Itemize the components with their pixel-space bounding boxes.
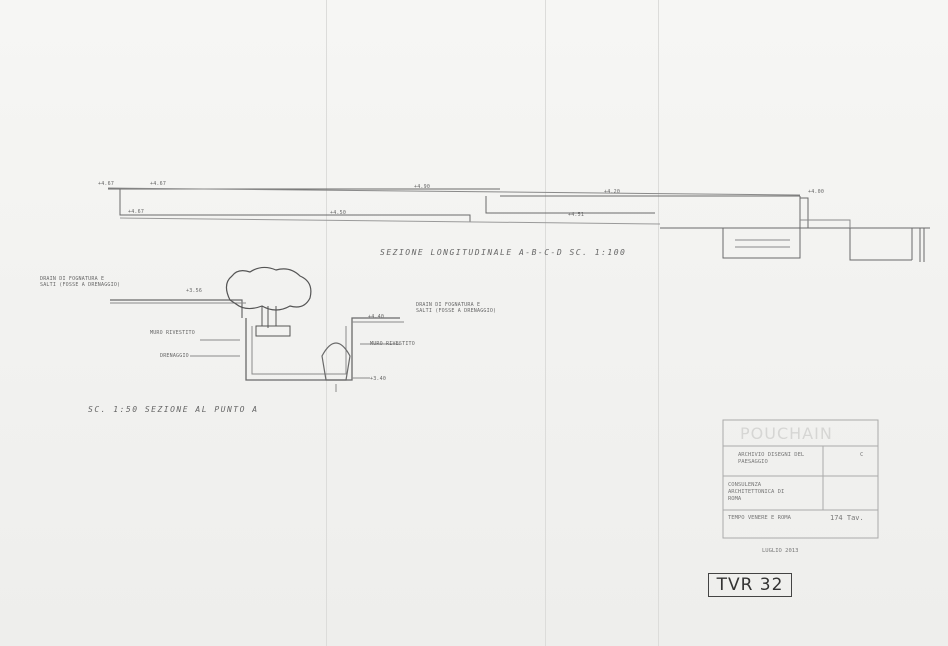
tree-trunks [261, 306, 277, 328]
elevation-label: +4.51 [568, 212, 585, 218]
cross-section-title: SC. 1:50 SEZIONE AL PUNTO A [88, 405, 259, 414]
elevation-label: +4.67 [98, 181, 115, 187]
long-section-pit [735, 239, 790, 248]
title-block-frame [722, 419, 879, 539]
fold-line [326, 0, 327, 646]
long-section-upper-line [107, 187, 801, 196]
long-section-title: SEZIONE LONGITUDINALE A-B-C-D SC. 1:100 [380, 248, 627, 257]
elevation-label: +4.90 [414, 184, 431, 190]
elevation-label: +3.40 [370, 376, 387, 382]
tree-planter [255, 325, 291, 337]
title-block-archive: ARCHIVIO DISEGNI DEL PAESAGGIO [738, 452, 805, 465]
drain-tunnel [321, 342, 351, 381]
cross-section-inner-wall [251, 326, 347, 375]
elevation-label: +4.20 [604, 189, 621, 195]
muro-label-left: MURO RIVESTITO [150, 330, 195, 336]
tree-canopy [225, 266, 312, 311]
long-section-top-line [108, 188, 801, 222]
sheet-code-stamp: TVR 32 [708, 573, 792, 597]
fold-line [545, 0, 546, 646]
title-block-grid [723, 445, 878, 511]
long-section-right-part [660, 197, 930, 262]
fold-line [658, 0, 659, 646]
cross-section-ground-left [110, 299, 243, 318]
drenaggio-label: DRENAGGIO [160, 353, 189, 359]
pipe-note-right: DRAIN DI FOGNATURA E SALTI (FOSSE A DREN… [416, 302, 497, 314]
elevation-label: +4.40 [368, 314, 385, 320]
pipe-note-left: DRAIN DI FOGNATURA E SALTI (FOSSE A DREN… [40, 276, 121, 288]
elevation-label: +4.00 [808, 189, 825, 195]
title-block-date: LUGLIO 2013 [762, 548, 799, 554]
elevation-label: +4.50 [330, 210, 347, 216]
elevation-label: +4.67 [128, 209, 145, 215]
title-block-consultancy: CONSULENZA ARCHITETTONICA DI ROMA [728, 482, 785, 502]
muro-label-right: MURO RIVESTITO [370, 341, 415, 347]
title-block-brand: POUCHAIN [740, 424, 833, 443]
leader-lines [190, 339, 400, 392]
long-section-lower-line [119, 217, 661, 225]
elevation-label: +3.56 [186, 288, 203, 294]
elevation-label: +4.67 [150, 181, 167, 187]
title-block-sheet-count: 174 Tav. [830, 514, 864, 522]
long-section-step [800, 219, 851, 228]
title-block-code: C [860, 452, 864, 458]
cross-section-trench [245, 317, 400, 381]
title-block-project: TEMPO VENERE E ROMA [728, 515, 791, 521]
